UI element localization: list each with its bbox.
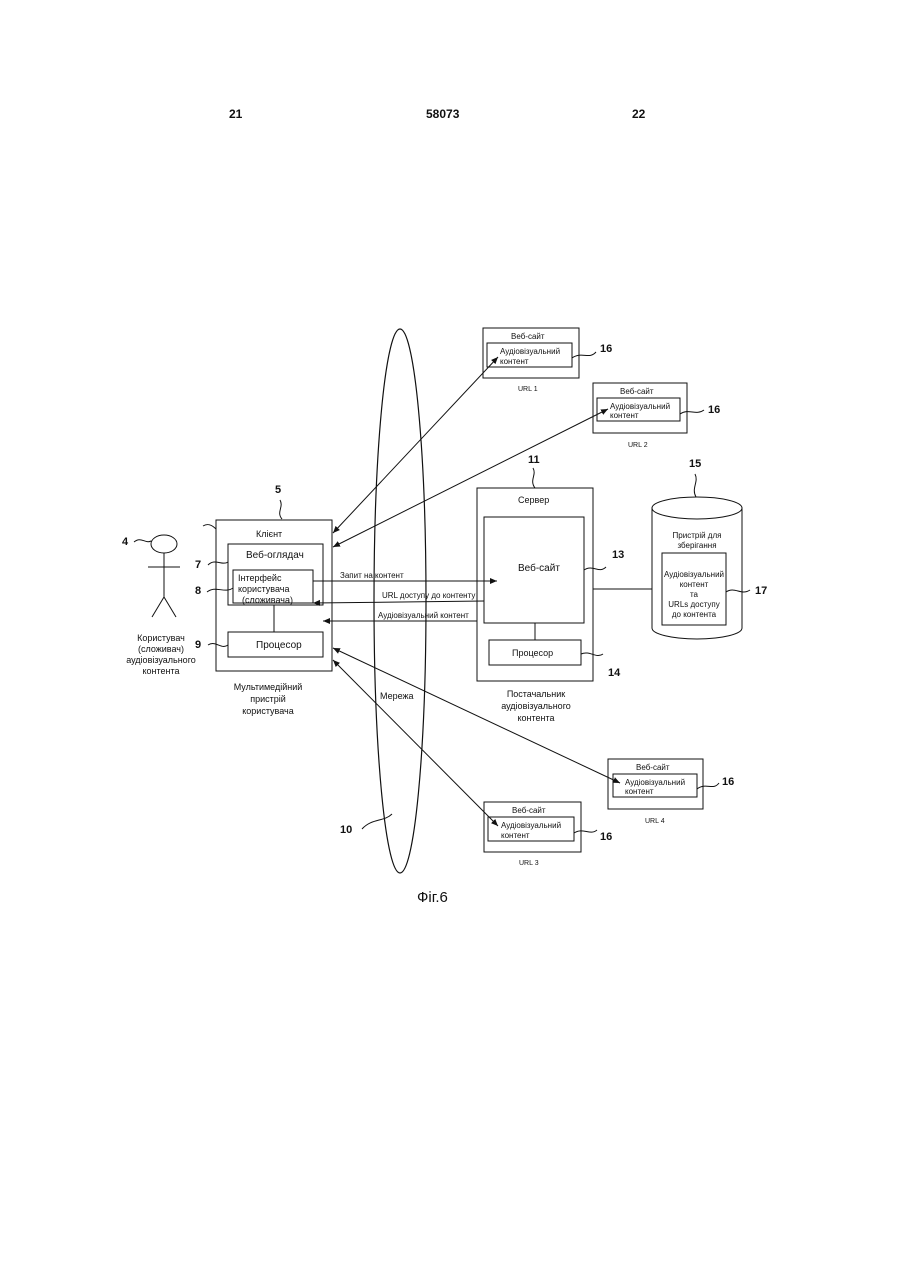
actor-label-line2: (сложивач)	[138, 644, 184, 654]
network-label: Мережа	[380, 691, 414, 701]
website-2-ref-leader	[680, 410, 704, 414]
storage-ref-leader	[694, 474, 696, 497]
website-3-title: Веб-сайт	[512, 806, 546, 815]
server-website-label: Веб-сайт	[518, 562, 560, 574]
client-processor-ref: 9	[195, 639, 201, 651]
website-4-content-line1: Аудіовізуальний	[625, 778, 685, 787]
client-caption-line1: Мультимедійний	[234, 682, 303, 692]
website-2-title: Веб-сайт	[620, 387, 654, 396]
server-processor-ref: 14	[608, 667, 621, 679]
website-3-ref-leader	[574, 830, 597, 833]
link-url3	[333, 660, 498, 826]
website-2-content-line1: Аудіовізуальний	[610, 402, 670, 411]
website-4-ref-leader	[697, 783, 719, 789]
browser-ref-leader	[208, 562, 228, 565]
av-content-label: Аудіовізуальний контент	[378, 611, 469, 620]
website-1-content-line2: контент	[500, 357, 529, 366]
network-ref: 10	[340, 824, 352, 836]
website-1-ref-leader	[572, 352, 596, 358]
network-ref-leader	[362, 814, 392, 829]
website-4-url: URL 4	[645, 818, 665, 825]
server-ref-leader	[533, 468, 535, 488]
client-ref-leader	[280, 500, 282, 519]
url-access-arrow	[313, 601, 484, 603]
client-label: Клієнт	[256, 529, 282, 539]
storage-title-line2: зберігання	[677, 541, 716, 550]
website-3-content-line2: контент	[501, 831, 530, 840]
ui-label-line3: (сложивача)	[242, 595, 293, 605]
client-ref: 5	[275, 484, 281, 496]
storage-content-line5: до контента	[672, 610, 717, 619]
actor-label-line4: контента	[142, 666, 179, 676]
network-ellipse	[374, 329, 426, 873]
server-website-ref: 13	[612, 549, 624, 561]
ui-label-line2: користувача	[238, 584, 289, 594]
server-label: Сервер	[518, 495, 549, 505]
ui-ref-leader	[207, 588, 233, 592]
website-3-ref: 16	[600, 831, 612, 843]
url-access-label: URL доступу до контенту	[382, 591, 475, 600]
server-caption-line3: контента	[517, 713, 554, 723]
website-2-ref: 16	[708, 404, 720, 416]
actor-label-line3: аудіовізуального	[126, 655, 196, 665]
server-processor-leader	[581, 653, 603, 656]
client-caption-line3: користувача	[242, 706, 293, 716]
website-1-title: Веб-сайт	[511, 332, 545, 341]
request-label: Запит на контент	[340, 571, 404, 580]
client-processor-label: Процесор	[256, 640, 302, 651]
website-4-content-line2: контент	[625, 787, 654, 796]
server-caption-line2: аудіовізуального	[501, 701, 571, 711]
ui-ref: 8	[195, 585, 201, 597]
client-corner-leader	[203, 525, 216, 529]
website-1-ref: 16	[600, 343, 612, 355]
actor-ref: 4	[122, 536, 129, 548]
link-url2	[333, 409, 608, 547]
server-website-leader	[584, 567, 606, 570]
website-3-url: URL 3	[519, 860, 539, 867]
actor-label-line1: Користувач	[137, 633, 185, 643]
storage-content-leader	[726, 590, 750, 592]
storage-content-line2: контент	[680, 580, 709, 589]
website-1-url: URL 1	[518, 386, 538, 393]
website-2-url: URL 2	[628, 442, 648, 449]
website-4-title: Веб-сайт	[636, 763, 670, 772]
server-caption-line1: Постачальник	[507, 689, 565, 699]
storage-content-line4: URLs доступу	[668, 600, 719, 609]
website-3-content-line1: Аудіовізуальний	[501, 821, 561, 830]
client-processor-leader	[208, 644, 228, 647]
website-2-content-line2: контент	[610, 411, 639, 420]
storage-ref: 15	[689, 458, 701, 470]
storage-content-line1: Аудіовізуальний	[664, 570, 724, 579]
storage-content-line3: та	[690, 590, 699, 599]
browser-ref: 7	[195, 559, 201, 571]
client-caption-line2: пристрій	[250, 694, 286, 704]
website-1-content-line1: Аудіовізуальний	[500, 347, 560, 356]
server-ref: 11	[528, 454, 540, 466]
browser-label: Веб-оглядач	[246, 549, 304, 561]
storage-content-ref: 17	[755, 585, 767, 597]
storage-title-line1: Пристрій для	[673, 531, 722, 540]
user-actor	[134, 535, 180, 617]
ui-label-line1: Інтерфейс	[238, 573, 282, 583]
server-processor-label: Процесор	[512, 648, 553, 658]
website-4-ref: 16	[722, 776, 734, 788]
figure-caption: Фіг.6	[417, 889, 448, 906]
